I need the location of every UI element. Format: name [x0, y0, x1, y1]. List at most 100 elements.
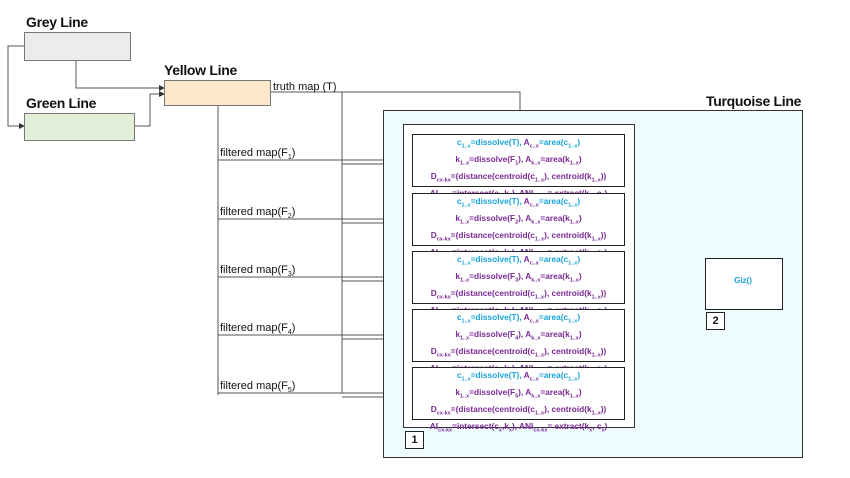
f-area: Ac..x	[523, 370, 539, 383]
f-text: )	[577, 312, 581, 322]
filtered-index: 3	[287, 271, 292, 279]
formula-line-dissolve-filtered: k1..x=dissolve(F4), Ak..x=area(k1..x)	[413, 328, 624, 345]
filtered-map-label-1: filtered map(F1)	[220, 147, 295, 161]
f-sub: k..x	[531, 393, 541, 400]
f-area: Ac..x	[523, 137, 539, 150]
f-sub: cx-kx	[436, 410, 451, 417]
f-sub: 1..x	[569, 277, 579, 284]
filtered-map-label-2: filtered map(F2)	[220, 206, 295, 220]
f-area: Ak..x	[525, 213, 541, 226]
f-area: Ak..x	[525, 154, 541, 167]
f-sub: 1..x	[591, 410, 601, 417]
f-text: ,kx	[501, 421, 512, 435]
calc-box-2: c1..x=dissolve(T), Ac..x=area(c1..x)k1..…	[412, 193, 625, 260]
f-sub: k..x	[531, 219, 541, 226]
f-sub: 1..x	[459, 219, 470, 226]
f-text: = extract(kx	[547, 421, 593, 435]
f-text: ), centroid(k1..x	[544, 404, 601, 417]
f-text: =area(k1..x	[540, 329, 579, 342]
f-text: ), centroid(k1..x	[544, 346, 601, 359]
formula-line-dissolve-truth: c1..x=dissolve(T), Ac..x=area(c1..x)	[413, 369, 624, 386]
f-text: =area(c1..x	[538, 137, 578, 150]
formula-line-dissolve-truth: c1..x=dissolve(T), Ac..x=area(c1..x)	[413, 195, 624, 212]
f-sub: 1..x	[568, 318, 578, 325]
f-sub: 1..x	[568, 202, 578, 209]
f-area: Ak..x	[525, 329, 541, 342]
filtered-index: 2	[287, 213, 292, 221]
f-sub: x	[498, 428, 502, 435]
f-ani: ANIcx-kx	[519, 421, 548, 435]
f-area: Ak..x	[525, 271, 541, 284]
f-sub: 1..x	[459, 277, 470, 284]
f-text: =(distance(centroid(c1..x	[450, 288, 545, 301]
filtered-index: 4	[287, 329, 292, 337]
formula-line-dissolve-truth: c1..x=dissolve(T), Ac..x=area(c1..x)	[413, 311, 624, 328]
f-text: =dissolve(F4	[469, 329, 519, 342]
f-area: Ac..x	[523, 254, 539, 267]
f-sub: 1..x	[569, 160, 579, 167]
f-text: )	[577, 196, 581, 206]
f-sub: c..x	[529, 318, 539, 325]
f-text: =intersect(cx	[452, 421, 502, 435]
f-text: )	[577, 254, 581, 264]
green-line-box	[24, 113, 135, 141]
f-text: =dissolve(T),	[470, 137, 524, 147]
truth-map-label: truth map (T)	[273, 81, 337, 93]
filtered-prefix: filtered map(F	[220, 147, 288, 159]
filtered-prefix: filtered map(F	[220, 264, 288, 276]
f-text: ))	[600, 404, 607, 415]
f-sub: c..x	[529, 260, 539, 267]
f-sub: cx-kx	[436, 352, 451, 359]
f-sub: 1..x	[461, 260, 471, 267]
f-text: )	[578, 329, 582, 340]
grey-line-box	[24, 32, 131, 61]
f-text: =dissolve(T),	[470, 196, 524, 206]
f-map-index: 1	[515, 160, 519, 167]
filtered-suffix: )	[291, 264, 296, 276]
f-k: k1..x	[455, 329, 470, 342]
f-sub: cx-kx	[436, 177, 451, 184]
calc-box-5: c1..x=dissolve(T), Ac..x=area(c1..x)k1..…	[412, 367, 625, 434]
yellow-line-box	[164, 80, 271, 106]
f-sub: 1..x	[534, 410, 545, 417]
f-sub: c..x	[529, 143, 539, 150]
formula-line-dissolve-truth: c1..x=dissolve(T), Ac..x=area(c1..x)	[413, 253, 624, 270]
f-sub: k..x	[531, 277, 541, 284]
f-text: =(distance(centroid(c1..x	[450, 404, 545, 417]
filtered-suffix: )	[291, 147, 296, 159]
f-sub: 1..x	[534, 177, 545, 184]
f-sub: 1..x	[591, 177, 601, 184]
f-sub: 1..x	[591, 294, 601, 301]
calc-box-3: c1..x=dissolve(T), Ac..x=area(c1..x)k1..…	[412, 251, 625, 318]
giz-box	[705, 258, 783, 310]
f-text: =area(k1..x	[540, 154, 579, 167]
formula-line-dissolve-filtered: k1..x=dissolve(F1), Ak..x=area(k1..x)	[413, 153, 624, 170]
f-sub: 1..x	[534, 294, 545, 301]
f-sub: 1..x	[569, 393, 579, 400]
grey-line-title: Grey Line	[26, 14, 88, 30]
formula-line-distance: Dcx-kx=(distance(centroid(c1..x), centro…	[413, 170, 624, 187]
f-text: =(distance(centroid(c1..x	[450, 346, 545, 359]
f-text: ),	[518, 213, 526, 224]
f-sub: 1..x	[534, 352, 545, 359]
f-text: ))	[600, 346, 607, 357]
f-sub: 1..x	[569, 335, 579, 342]
f-sub: cx-kx	[533, 428, 548, 435]
f-text: =area(c1..x	[538, 370, 578, 383]
f-sub: 1..x	[591, 352, 601, 359]
f-sub: x	[508, 428, 512, 435]
f-sub: cx-kx	[436, 236, 451, 243]
f-text: , cx	[592, 421, 605, 435]
f-sub: k..x	[531, 335, 541, 342]
f-d: Dcx-kx	[430, 288, 451, 301]
f-text: )	[578, 154, 582, 165]
f-text: =area(c1..x	[538, 312, 578, 325]
f-sub: 1..x	[568, 260, 578, 267]
f-map-index: 5	[515, 393, 519, 400]
filtered-map-label-5: filtered map(F5)	[220, 380, 295, 394]
filtered-index: 5	[287, 387, 292, 395]
f-sub: 1..x	[459, 160, 470, 167]
f-text: =area(k1..x	[540, 213, 579, 226]
f-sub: 1..x	[459, 335, 470, 342]
formula-line-dissolve-filtered: k1..x=dissolve(F3), Ak..x=area(k1..x)	[413, 270, 624, 287]
